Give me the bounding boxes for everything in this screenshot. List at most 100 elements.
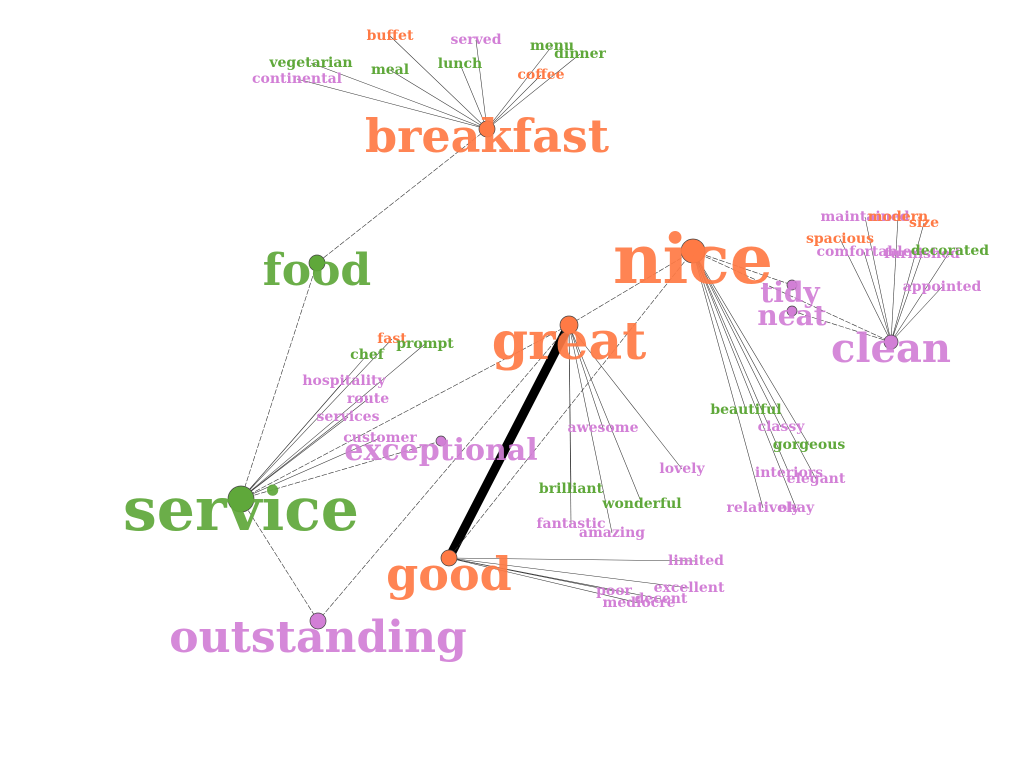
leaf-label-continental: continental bbox=[252, 71, 342, 87]
leaf-label-fast: fast bbox=[377, 331, 407, 347]
hub-label-good: good bbox=[386, 547, 512, 601]
hub-label-breakfast: breakfast bbox=[365, 109, 610, 163]
hub-label-neat: neat bbox=[757, 299, 826, 332]
leaf-edge-amazing bbox=[568, 324, 613, 534]
leaf-label-maintained: maintained bbox=[820, 209, 909, 225]
leaf-edge-mediocre bbox=[448, 557, 640, 604]
node-nice[interactable] bbox=[680, 238, 706, 264]
hub-label-food: food bbox=[263, 245, 371, 296]
leaf-edge-size bbox=[890, 222, 925, 343]
leaf-edge-awesome bbox=[568, 324, 604, 429]
leaf-label-limited: limited bbox=[668, 553, 724, 569]
leaf-label-awesome: awesome bbox=[568, 420, 639, 436]
leaf-edge-lunch bbox=[459, 63, 488, 130]
hub-edge-breakfast-food bbox=[316, 128, 488, 264]
node-good[interactable] bbox=[440, 549, 458, 567]
hub-edge-neat-clean bbox=[791, 310, 892, 343]
leaf-edge-elegant bbox=[692, 250, 817, 480]
leaf-label-coffee: coffee bbox=[517, 67, 564, 83]
leaf-label-comfortable: comfortable bbox=[817, 244, 912, 260]
edge-layer bbox=[240, 35, 951, 622]
hub-label-nice: nice bbox=[613, 220, 773, 300]
node-exceptional[interactable] bbox=[435, 435, 447, 447]
hub-edge-great-service bbox=[240, 324, 570, 500]
leaf-edge-fast bbox=[240, 338, 393, 500]
leaf-label-poor: poor bbox=[596, 583, 632, 599]
leaf-edge-okay bbox=[692, 250, 797, 509]
leaf-label-mediocre: mediocre bbox=[603, 595, 676, 611]
node-outstanding[interactable] bbox=[309, 612, 327, 630]
hub-label-service: service bbox=[123, 475, 359, 545]
leaf-label-menu: menu bbox=[530, 38, 574, 54]
leaf-edge-limited bbox=[448, 557, 697, 562]
leaf-label-size: size bbox=[909, 215, 939, 231]
leaf-label-amazing: amazing bbox=[579, 525, 645, 541]
leaf-label-elegant: elegant bbox=[787, 471, 846, 487]
hub-label-layer: nice breakfast great good food service outstan… bbox=[123, 109, 951, 663]
hub-edge-great-nice bbox=[568, 250, 694, 326]
leaf-edge-excellent bbox=[448, 557, 690, 589]
leaf-edge-wonderful bbox=[568, 324, 643, 505]
node-neat[interactable] bbox=[786, 305, 798, 317]
leaf-edge-continental bbox=[296, 78, 488, 130]
node-food[interactable] bbox=[308, 254, 326, 272]
leaf-label-decent: decent bbox=[635, 591, 688, 607]
leaf-label-modern: modern bbox=[868, 209, 928, 225]
leaf-label-route: route bbox=[347, 391, 389, 407]
leaf-edge-fantastic bbox=[568, 324, 572, 525]
leaf-label-brilliant: brilliant bbox=[539, 481, 604, 497]
leaf-edge-furnished bbox=[890, 253, 923, 343]
node-breakfast[interactable] bbox=[478, 120, 496, 138]
hub-edge-nice-good bbox=[448, 250, 694, 559]
leaf-edge-hospitality bbox=[240, 380, 345, 500]
node-tidy[interactable] bbox=[786, 279, 798, 291]
leaf-edge-vegetarian bbox=[310, 62, 488, 130]
leaf-edge-interiors bbox=[692, 250, 790, 474]
leaf-edge-meal bbox=[389, 69, 488, 130]
hub-edge-service-outstanding bbox=[240, 498, 319, 622]
leaf-label-wonderful: wonderful bbox=[601, 496, 681, 512]
node-great[interactable] bbox=[559, 315, 579, 335]
leaf-label-spacious: spacious bbox=[806, 231, 874, 247]
node-clean[interactable] bbox=[883, 334, 899, 350]
leaf-edge-dinner bbox=[486, 53, 581, 130]
leaf-label-prompt: prompt bbox=[396, 336, 454, 352]
node-service[interactable] bbox=[227, 485, 255, 513]
leaf-label-services: services bbox=[317, 409, 380, 425]
leaf-label-customer: customer bbox=[343, 430, 417, 446]
leaf-edge-appointed bbox=[890, 286, 943, 343]
leaf-edge-classy bbox=[692, 250, 782, 428]
leaf-label-furnished: furnished bbox=[884, 246, 960, 262]
hub-edge-food-service bbox=[240, 262, 318, 500]
leaf-label-meal: meal bbox=[371, 62, 409, 78]
leaf-label-relatively: relatively bbox=[727, 500, 801, 516]
leaf-label-hospitality: hospitality bbox=[302, 373, 386, 389]
leaf-label-served: served bbox=[451, 32, 502, 48]
leaf-edge-decorated bbox=[890, 250, 951, 343]
leaf-edge-relatively bbox=[692, 250, 764, 509]
leaf-label-lovely: lovely bbox=[659, 461, 705, 477]
leaf-edge-customer bbox=[240, 437, 381, 500]
leaf-edge-served bbox=[475, 39, 488, 130]
leaf-edge-coffee bbox=[486, 74, 542, 130]
leaf-label-decorated: decorated bbox=[911, 243, 989, 259]
leaf-edge-beautiful bbox=[692, 250, 747, 411]
hub-label-outstanding: outstanding bbox=[169, 612, 467, 663]
hub-label-clean: clean bbox=[831, 325, 951, 372]
leaf-label-okay: okay bbox=[778, 500, 815, 516]
leaf-label-gorgeous: gorgeous bbox=[773, 437, 846, 453]
leaf-label-appointed: appointed bbox=[903, 279, 982, 295]
hub-edge-great-good bbox=[444, 320, 574, 563]
leaf-edge-comfortable bbox=[863, 251, 892, 343]
leaf-label-excellent: excellent bbox=[654, 580, 725, 596]
leaf-edge-prompt bbox=[240, 343, 426, 500]
hub-edge-great-outstanding bbox=[317, 324, 570, 622]
hub-label-tidy: tidy bbox=[760, 276, 820, 309]
hub-label-great: great bbox=[492, 311, 647, 372]
leaf-label-fantastic: fantastic bbox=[536, 516, 605, 532]
node-layer bbox=[227, 120, 899, 630]
leaf-label-buffet: buffet bbox=[367, 28, 414, 44]
hub-edge-exceptional-service bbox=[240, 440, 442, 500]
